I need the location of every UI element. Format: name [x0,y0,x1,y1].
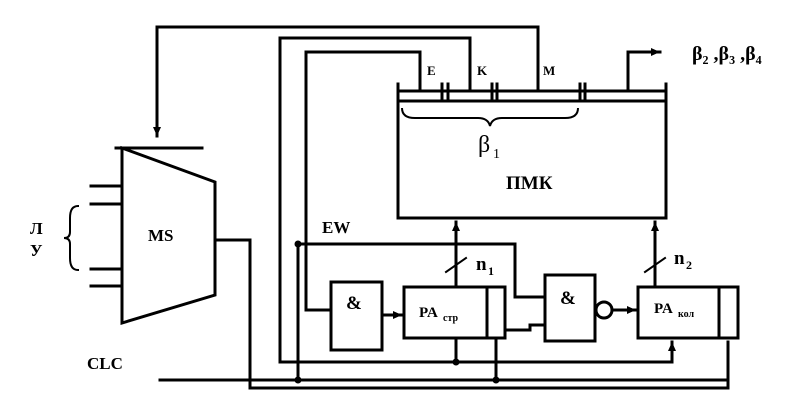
n1-subscript: 1 [488,264,494,278]
pa-str-label: PA [419,305,438,321]
field-k-label: K [477,63,488,78]
ms-label: MS [148,226,174,245]
n2-subscript: 2 [686,258,692,272]
and2-label: & [560,288,576,309]
inverter-bubble [594,300,614,320]
ms-multiplexer [120,145,217,326]
u-label: У [30,241,43,260]
ms-output-wire [213,238,730,390]
field-k-wire [278,36,472,364]
l-label: Л [30,219,43,238]
and1-label: & [346,293,362,314]
pa-str-subscript: стр [443,313,458,324]
pa-kol-subscript: кол [678,309,694,320]
ms-inputs-brace [63,204,80,272]
pa-kol-register [636,285,740,340]
pmk-label: ПМК [506,173,553,194]
ew-label: EW [322,218,350,237]
beta1-label: β [478,132,490,158]
junction-dots [294,240,500,384]
field-e-label: E [427,63,436,78]
pmk-block [396,99,668,220]
beta-output-wire [626,48,662,93]
clc-wire [158,338,498,382]
pa-kol-label: PA [654,301,673,317]
beta1-brace [401,107,579,127]
beta-outputs-label: β₂ ,β₃ ,β₄ [692,43,762,65]
field-m-label: M [543,63,555,78]
clc-label: CLC [87,354,123,373]
beta1-subscript: 1 [493,147,500,162]
n2-label: n [674,248,685,269]
n1-label: n [476,254,487,275]
ew-wire [296,242,547,299]
field-e-wire [304,50,422,312]
feedback-to-ms-wire [153,25,540,138]
